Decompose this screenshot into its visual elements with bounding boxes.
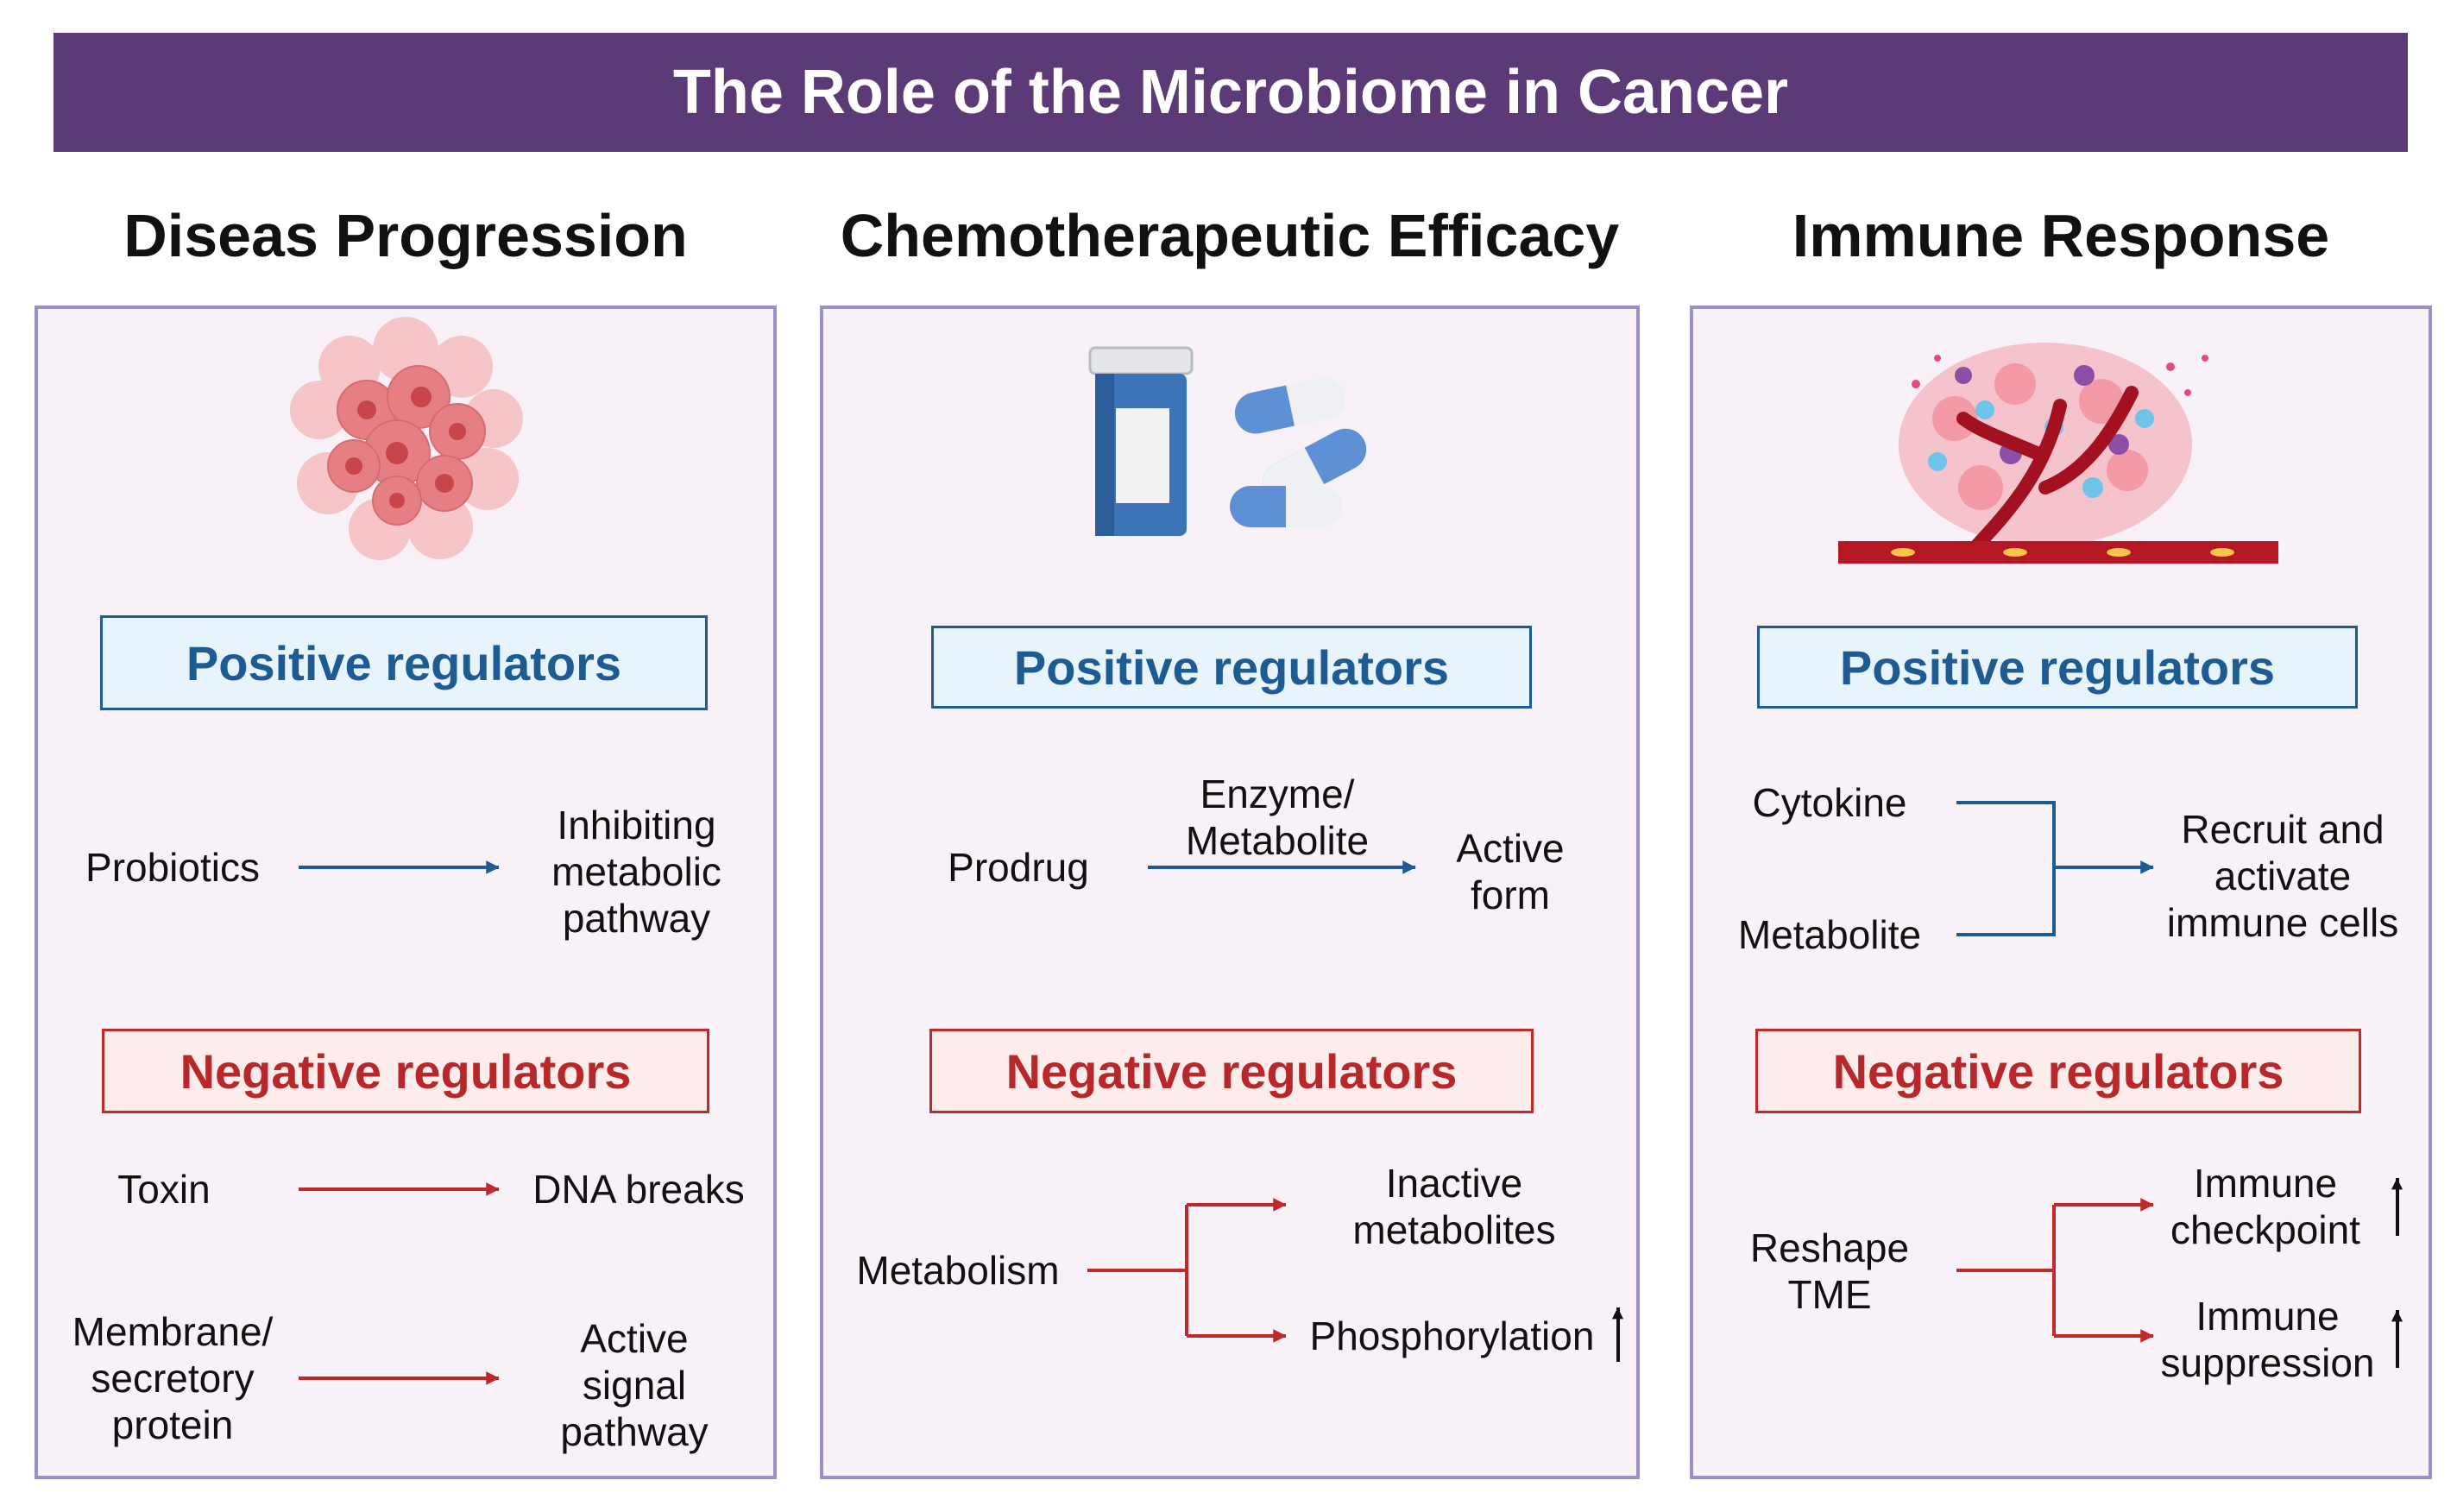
node-reshape-tme: Reshape TME: [1749, 1225, 1910, 1317]
tumor-blood-vessel-icon: [1838, 343, 2278, 564]
positive-regulators-box-3: Positive regulators: [1757, 626, 2358, 709]
heading-disease-progression: Diseas Progression: [123, 202, 688, 269]
negative-regulators-box-3: Negative regulators: [1755, 1029, 2361, 1113]
negative-regulators-box-2: Negative regulators: [929, 1029, 1534, 1113]
node-metabolism: Metabolism: [856, 1248, 1060, 1293]
negative-regulators-box-1: Negative regulators: [102, 1029, 709, 1113]
node-prodrug: Prodrug: [948, 845, 1089, 890]
node-immune-suppression: Immune suppression: [2160, 1294, 2375, 1385]
heading-immune-response: Immune Response: [1792, 202, 2330, 269]
node-dna-breaks: DNA breaks: [532, 1167, 745, 1212]
tumor-cell-cluster-icon: [290, 317, 523, 560]
diagram-title: The Role of the Microbiome in Cancer: [54, 33, 2408, 152]
node-metabolite: Metabolite: [1737, 912, 1922, 957]
positive-regulators-box-1: Positive regulators: [100, 615, 708, 710]
node-cytokine: Cytokine: [1752, 780, 1907, 825]
panel-chemotherapeutic-efficacy: [820, 306, 1640, 1479]
pill-bottle-capsules-icon: [1088, 346, 1367, 536]
node-inhibiting-metabolic-pathway: Inhibiting metabolic pathway: [551, 803, 721, 941]
heading-chemotherapeutic-efficacy: Chemotherapeutic Efficacy: [840, 202, 1620, 269]
node-inactive-metabolites: Inactive metabolites: [1352, 1161, 1556, 1252]
node-toxin: Toxin: [117, 1167, 211, 1212]
node-phosphorylation: Phosphorylation: [1309, 1314, 1595, 1358]
node-recruit-activate-immune-cells: Recruit and activate immune cells: [2166, 807, 2399, 945]
positive-regulators-box-2: Positive regulators: [931, 626, 1532, 709]
node-membrane-secretory-protein: Membrane/ secretory protein: [72, 1309, 274, 1447]
node-immune-checkpoint: Immune checkpoint: [2170, 1161, 2360, 1252]
label-enzyme-metabolite: Enzyme/ Metabolite: [1185, 772, 1370, 863]
node-active-form: Active form: [1456, 826, 1565, 917]
node-probiotics: Probiotics: [85, 845, 260, 890]
node-active-signal-pathway: Active signal pathway: [560, 1316, 709, 1454]
